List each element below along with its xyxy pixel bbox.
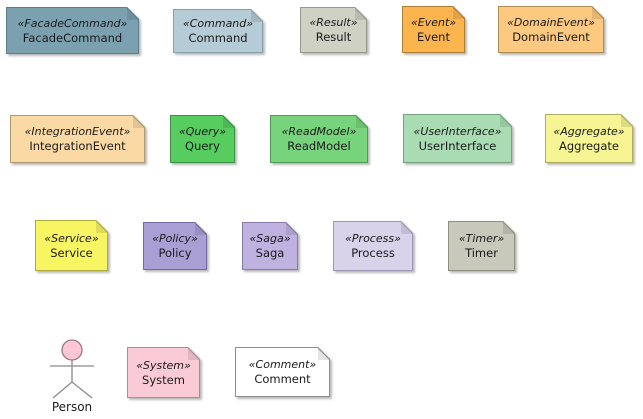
note-stereotype: «Query» [178, 125, 226, 138]
note-integrationevent: «IntegrationEvent» IntegrationEvent [10, 115, 145, 163]
fold-corner-icon [188, 347, 201, 360]
note-facadecommand: «FacadeCommand» FacadeCommand [6, 7, 139, 54]
note-stereotype: «ReadModel» [281, 125, 357, 138]
fold-corner-icon [500, 114, 513, 127]
note-userinterface: «UserInterface» UserInterface [403, 114, 512, 163]
note-label: Result [315, 30, 352, 44]
note-label: Timer [465, 246, 498, 260]
note-label: Process [351, 246, 395, 260]
note-process: «Process» Process [333, 221, 413, 271]
note-comment: «Comment» Comment [235, 347, 330, 397]
note-label: Service [50, 245, 93, 260]
fold-corner-icon [355, 7, 368, 20]
note-label: FacadeCommand [22, 30, 123, 45]
note-label: ReadModel [287, 139, 351, 153]
note-label: Comment [254, 372, 311, 386]
note-stereotype: «Policy» [152, 232, 198, 245]
note-query: «Query» Query [170, 115, 235, 163]
note-stereotype: «FacadeCommand» [17, 16, 128, 30]
note-saga: «Saga» Saga [242, 222, 298, 270]
note-label: Aggregate [559, 138, 619, 153]
note-timer: «Timer» Timer [448, 221, 515, 271]
fold-corner-icon [318, 347, 331, 360]
note-event: «Event» Event [402, 6, 465, 53]
note-domainevent: «DomainEvent» DomainEvent [498, 6, 604, 53]
note-label: Policy [158, 246, 192, 260]
note-stereotype: «Saga» [249, 232, 291, 245]
note-stereotype: «DomainEvent» [507, 15, 595, 29]
note-label: System [142, 372, 185, 387]
note-stereotype: «System» [136, 358, 191, 372]
actor-head [61, 339, 83, 361]
note-label: IntegrationEvent [29, 139, 126, 153]
note-stereotype: «Timer» [458, 232, 505, 245]
note-stereotype: «UserInterface» [413, 124, 502, 138]
note-label: Query [185, 139, 220, 153]
note-label: Saga [255, 246, 285, 260]
fold-corner-icon [195, 222, 208, 235]
note-policy: «Policy» Policy [143, 222, 207, 270]
note-label: UserInterface [418, 138, 497, 153]
note-stereotype: «Comment» [248, 358, 317, 371]
note-stereotype: «IntegrationEvent» [24, 125, 131, 138]
fold-corner-icon [96, 220, 109, 233]
fold-corner-icon [401, 221, 414, 234]
note-aggregate: «Aggregate» Aggregate [545, 114, 633, 163]
actor-figure [50, 360, 94, 399]
fold-corner-icon [133, 115, 146, 128]
note-stereotype: «Result» [309, 16, 358, 29]
fold-corner-icon [356, 115, 369, 128]
note-label: DomainEvent [512, 29, 590, 44]
fold-corner-icon [503, 221, 516, 234]
fold-corner-icon [127, 7, 140, 20]
fold-corner-icon [453, 6, 466, 19]
fold-corner-icon [621, 114, 634, 127]
note-label: Command [188, 31, 248, 45]
note-command: «Command» Command [173, 9, 263, 53]
note-stereotype: «Process» [345, 232, 401, 245]
fold-corner-icon [286, 222, 299, 235]
note-stereotype: «Service» [44, 231, 99, 245]
actor-person-icon [46, 336, 98, 400]
note-label: Event [417, 29, 450, 44]
actor-label: Person [51, 400, 93, 414]
note-service: «Service» Service [35, 220, 108, 271]
fold-corner-icon [592, 6, 605, 19]
fold-corner-icon [251, 9, 264, 22]
note-result: «Result» Result [300, 7, 367, 53]
note-stereotype: «Event» [410, 15, 457, 29]
note-stereotype: «Command» [182, 17, 254, 30]
note-readmodel: «ReadModel» ReadModel [270, 115, 368, 163]
note-stereotype: «Aggregate» [553, 124, 625, 138]
note-system: «System» System [127, 347, 200, 398]
fold-corner-icon [223, 115, 236, 128]
